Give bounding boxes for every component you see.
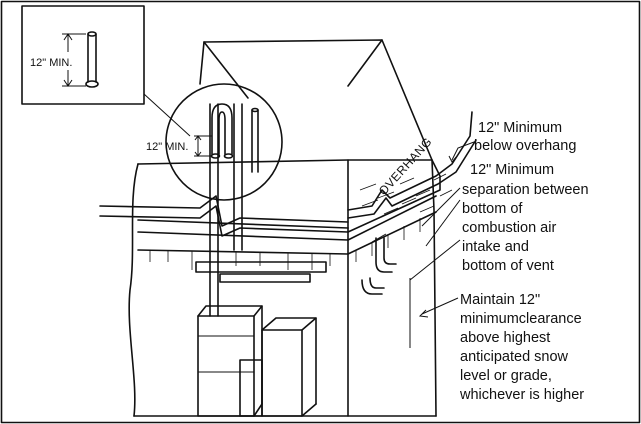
separation-line-2: separation between [462,182,589,198]
callout-separation: 12" Minimum separation between bottom of… [409,162,589,281]
inset-top-min-label: 12" MIN. [30,57,72,69]
snow-line-1: Maintain 12" [460,292,540,308]
separation-line-4: combustion air [462,220,556,236]
snow-line-4: anticipated snow [460,349,569,365]
snow-line-5: level or grade, [460,368,552,384]
inset-leader [143,93,191,137]
separation-line-6: bottom of vent [462,258,554,274]
sidewall-vent-terminations [361,233,397,295]
overhang-label: OVERHANG [376,135,435,198]
break-line-left [99,195,349,227]
inset-box-vent: 12" MIN. [21,5,145,105]
separation-line-5: intake and [462,239,529,255]
snow-line-6: whichever is higher [459,387,584,403]
break-line-right-2 [347,139,477,219]
snow-line-2: minimumclearance [460,311,582,327]
furnace-appliance [197,305,263,417]
inset-circle-min-label: 12" MIN. [146,141,188,153]
below-overhang-line-2: below overhang [474,138,576,154]
water-heater-box [239,317,317,417]
break-line-right [347,111,473,211]
side-brick-texture [359,173,453,215]
snow-line-3: above highest [460,330,550,346]
break-line-left-2 [99,205,349,237]
callout-snow-clearance: Maintain 12" minimumclearance above high… [418,292,584,403]
callout-below-overhang: 12" Minimum below overhang [448,120,576,163]
below-overhang-line-1: 12" Minimum [478,120,562,136]
separation-line-3: bottom of [462,201,523,217]
vent-pipes-vertical [209,103,243,317]
roof-structure [137,39,441,241]
magnified-circle-inset: 12" MIN. [146,83,283,201]
separation-line-1: 12" Minimum [470,162,554,178]
